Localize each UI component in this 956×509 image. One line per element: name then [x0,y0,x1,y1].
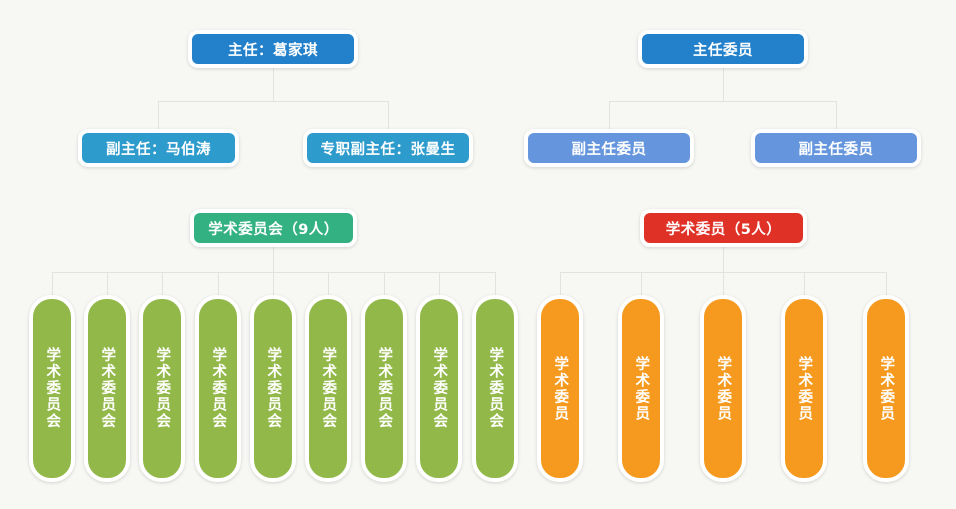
left-member-label-1: 学术委员会 [44,347,61,430]
right-member-label-1: 学术委员 [552,355,569,422]
connector-left-member-drop-6 [328,272,329,295]
left-member-node-4[interactable]: 学术委员会 [195,295,241,482]
right-member-label-5: 学术委员 [878,355,895,422]
connector-left-member-drop-8 [439,272,440,295]
connector-left-member-drop-9 [495,272,496,295]
connector-right-deputy-1-drop [609,101,610,129]
connector-left-member-drop-7 [384,272,385,295]
left-member-node-1[interactable]: 学术委员会 [29,295,75,482]
connector-right-deputy-2-drop [836,101,837,129]
connector-right-member-drop-5 [886,272,887,295]
left-member-node-6[interactable]: 学术委员会 [305,295,351,482]
left-root-node[interactable]: 主任：葛家琪 [188,30,358,68]
left-member-label-9: 学术委员会 [487,347,504,430]
connector-right-root-drop [723,68,724,101]
right-member-node-5[interactable]: 学术委员 [863,295,909,482]
connector-right-member-drop-1 [560,272,561,295]
connector-left-root-drop [273,68,274,101]
connector-left-member-drop-1 [52,272,53,295]
left-member-node-3[interactable]: 学术委员会 [139,295,185,482]
right-member-label-3: 学术委员 [715,355,732,422]
right-member-label-4: 学术委员 [796,355,813,422]
left-member-label-7: 学术委员会 [376,347,393,430]
connector-right-deputy-bus [609,101,837,102]
right-member-label-2: 学术委员 [633,355,650,422]
right-deputy-node-2[interactable]: 副主任委员 [751,129,921,167]
connector-left-member-drop-2 [107,272,108,295]
connector-right-committee-drop [723,247,724,272]
right-root-node[interactable]: 主任委员 [638,30,808,68]
connector-left-deputy-2-drop [388,101,389,129]
left-member-label-8: 学术委员会 [431,347,448,430]
right-deputy-node-1[interactable]: 副主任委员 [524,129,694,167]
connector-left-member-drop-3 [162,272,163,295]
right-member-node-2[interactable]: 学术委员 [618,295,664,482]
left-deputy-node-1[interactable]: 副主任：马伯涛 [78,129,239,167]
left-member-label-3: 学术委员会 [154,347,171,430]
left-member-node-2[interactable]: 学术委员会 [84,295,130,482]
left-member-node-5[interactable]: 学术委员会 [250,295,296,482]
right-member-node-1[interactable]: 学术委员 [537,295,583,482]
left-member-node-9[interactable]: 学术委员会 [472,295,518,482]
right-member-node-3[interactable]: 学术委员 [700,295,746,482]
right-member-node-4[interactable]: 学术委员 [781,295,827,482]
connector-left-deputy-bus [158,101,389,102]
left-member-label-2: 学术委员会 [99,347,116,430]
connector-left-member-drop-4 [218,272,219,295]
left-member-label-6: 学术委员会 [320,347,337,430]
connector-left-deputy-1-drop [158,101,159,129]
connector-right-member-drop-3 [723,272,724,295]
connector-right-member-drop-4 [804,272,805,295]
left-member-label-5: 学术委员会 [265,347,282,430]
left-member-node-7[interactable]: 学术委员会 [361,295,407,482]
connector-left-member-drop-5 [273,272,274,295]
left-member-node-8[interactable]: 学术委员会 [416,295,462,482]
left-deputy-node-2[interactable]: 专职副主任：张曼生 [303,129,473,167]
left-committee-node[interactable]: 学术委员会（9人） [190,209,357,247]
connector-left-committee-drop [273,247,274,272]
left-member-label-4: 学术委员会 [210,347,227,430]
right-committee-node[interactable]: 学术委员（5人） [640,209,807,247]
connector-right-member-drop-2 [641,272,642,295]
